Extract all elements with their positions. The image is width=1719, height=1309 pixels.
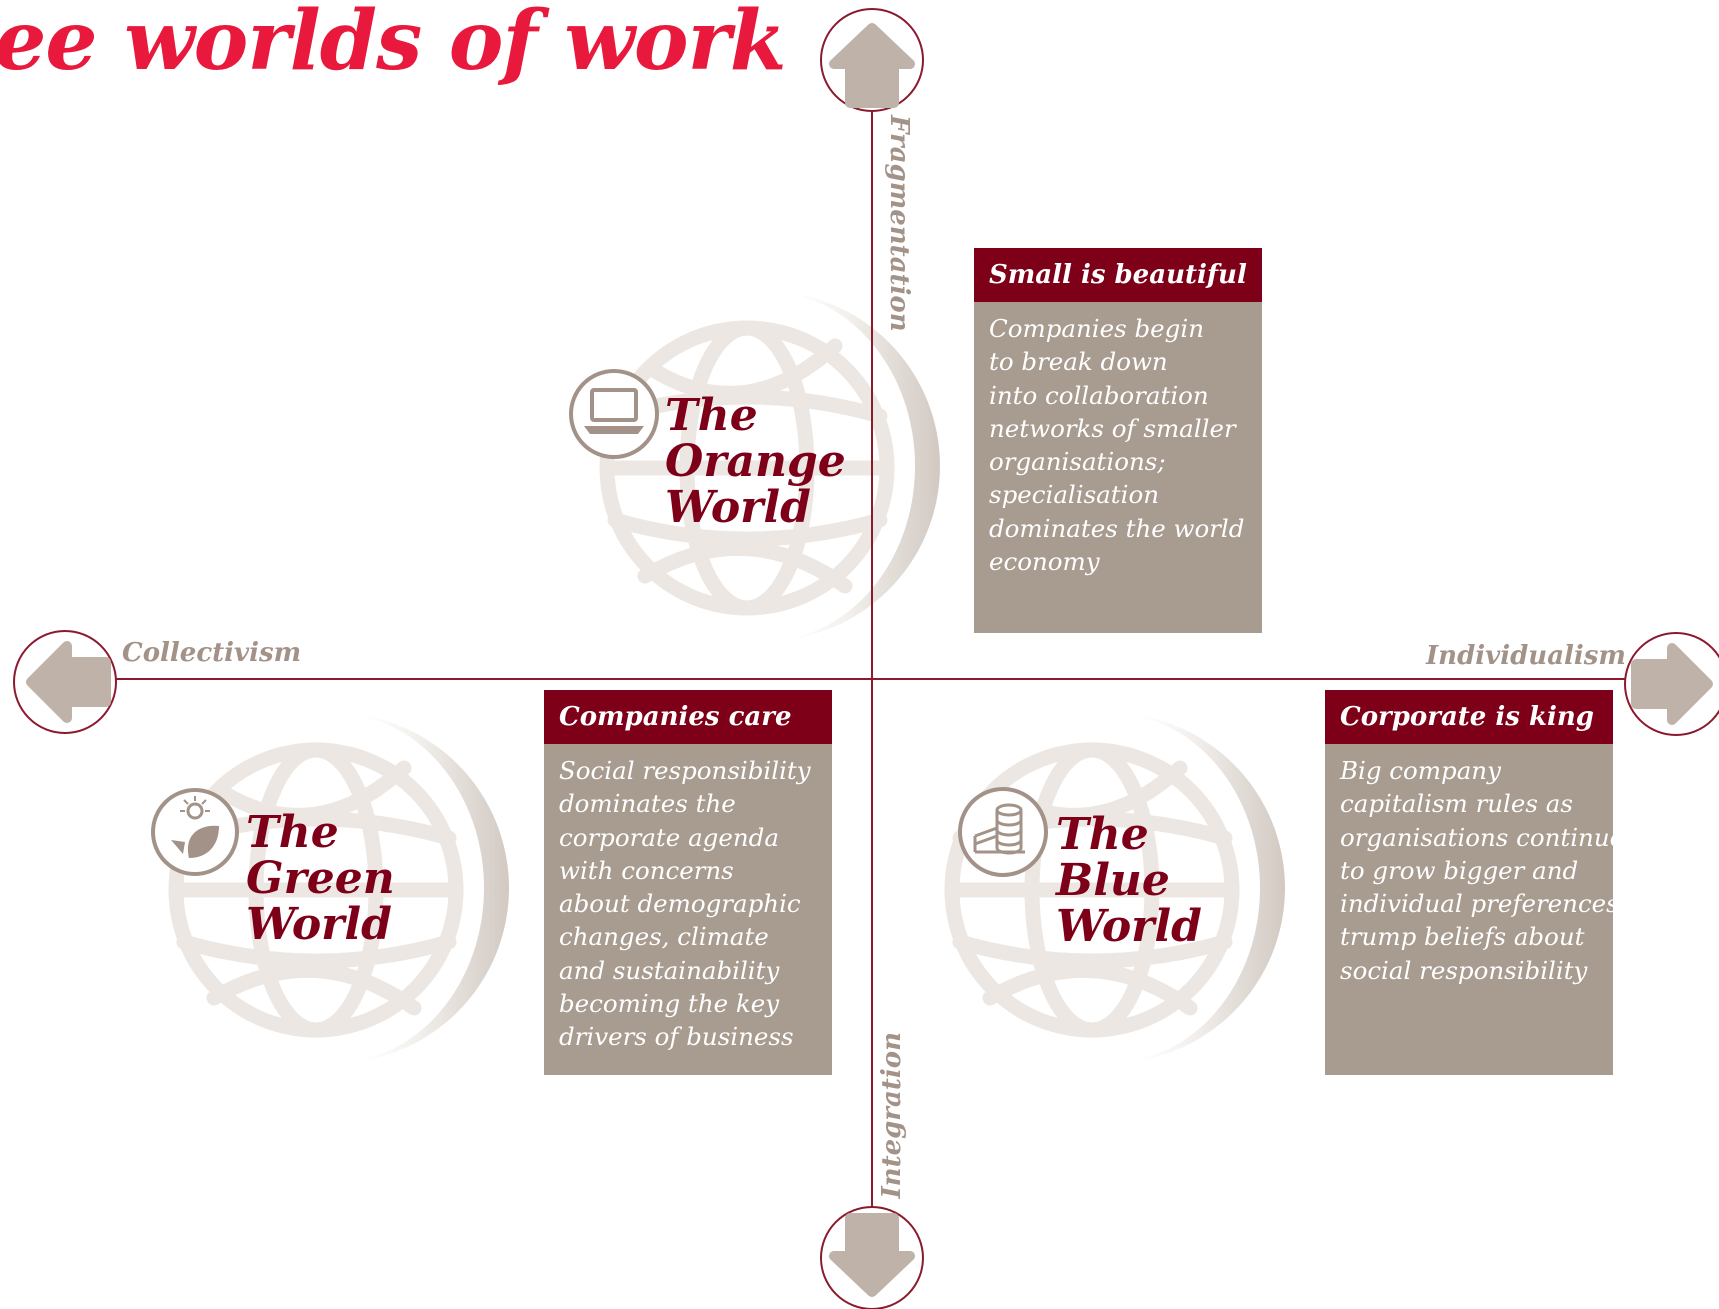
- arrow-right-icon: [1624, 632, 1719, 736]
- box-title: Companies care: [544, 690, 832, 744]
- box-title: Corporate is king: [1325, 690, 1613, 744]
- box-body: Companies begin to break down into colla…: [989, 314, 1245, 577]
- info-box-orange: Small is beautiful Companies begin to br…: [974, 248, 1262, 633]
- page-title: ree worlds of work: [0, 0, 787, 89]
- box-body: Social responsibility dominates the corp…: [559, 756, 811, 1052]
- world-label-orange: The Orange World: [665, 390, 846, 533]
- axis-label-integration: Integration: [877, 1032, 907, 1199]
- arrow-down-icon: [820, 1206, 924, 1309]
- arrow-left-icon: [13, 630, 117, 734]
- arrow-up-icon: [820, 8, 924, 112]
- axis-label-individualism: Individualism: [1426, 641, 1626, 671]
- axis-label-collectivism: Collectivism: [122, 638, 302, 668]
- box-body: Big company capitalism rules as organisa…: [1340, 756, 1625, 985]
- axis-label-fragmentation: Fragmentation: [884, 115, 914, 332]
- laptop-icon: [569, 369, 659, 459]
- world-label-blue: The Blue World: [1056, 809, 1202, 952]
- world-label-green: The Green World: [246, 807, 395, 950]
- info-box-blue: Corporate is king Big company capitalism…: [1325, 690, 1625, 1075]
- box-title: Small is beautiful: [974, 248, 1262, 302]
- coins-icon: [958, 787, 1048, 877]
- info-box-green: Companies care Social responsibility dom…: [544, 690, 832, 1075]
- leaf-sun-icon: [151, 788, 239, 876]
